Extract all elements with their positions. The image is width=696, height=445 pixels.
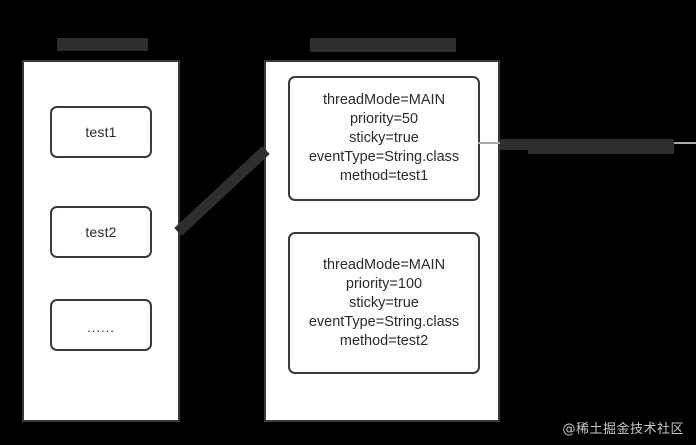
card-line-sticky: sticky=true	[349, 294, 419, 311]
subscriber-method-card[interactable]: threadMode=MAIN priority=50 sticky=true …	[288, 76, 480, 201]
subscriber-method-card[interactable]: threadMode=MAIN priority=100 sticky=true…	[288, 232, 480, 374]
right-panel-label-redacted	[310, 38, 456, 52]
card-line-sticky: sticky=true	[349, 130, 419, 146]
panel-link-connector-icon	[174, 145, 270, 237]
list-item[interactable]: ......	[50, 299, 152, 351]
card-line-thread-mode: threadMode=MAIN	[322, 256, 446, 273]
right-note-label-redacted-cap	[500, 139, 530, 150]
card-line-method: method=test2	[339, 332, 429, 349]
list-item[interactable]: test1	[50, 106, 152, 158]
right-note-label-redacted	[528, 139, 674, 154]
card-line-priority: priority=100	[345, 275, 423, 292]
card-line-priority: priority=50	[349, 111, 419, 127]
card-line-thread-mode: threadMode=MAIN	[322, 92, 446, 108]
watermark: @稀土掘金技术社区	[562, 422, 684, 437]
card-line-event-type: eventType=String.class	[308, 313, 460, 330]
list-item-label: test2	[85, 224, 117, 240]
left-panel-label-redacted	[57, 38, 148, 51]
list-item-label: test1	[85, 124, 117, 140]
card-line-event-type: eventType=String.class	[308, 149, 460, 165]
list-item-label: ......	[87, 319, 115, 335]
card-line-method: method=test1	[339, 168, 429, 184]
list-item[interactable]: test2	[50, 206, 152, 258]
